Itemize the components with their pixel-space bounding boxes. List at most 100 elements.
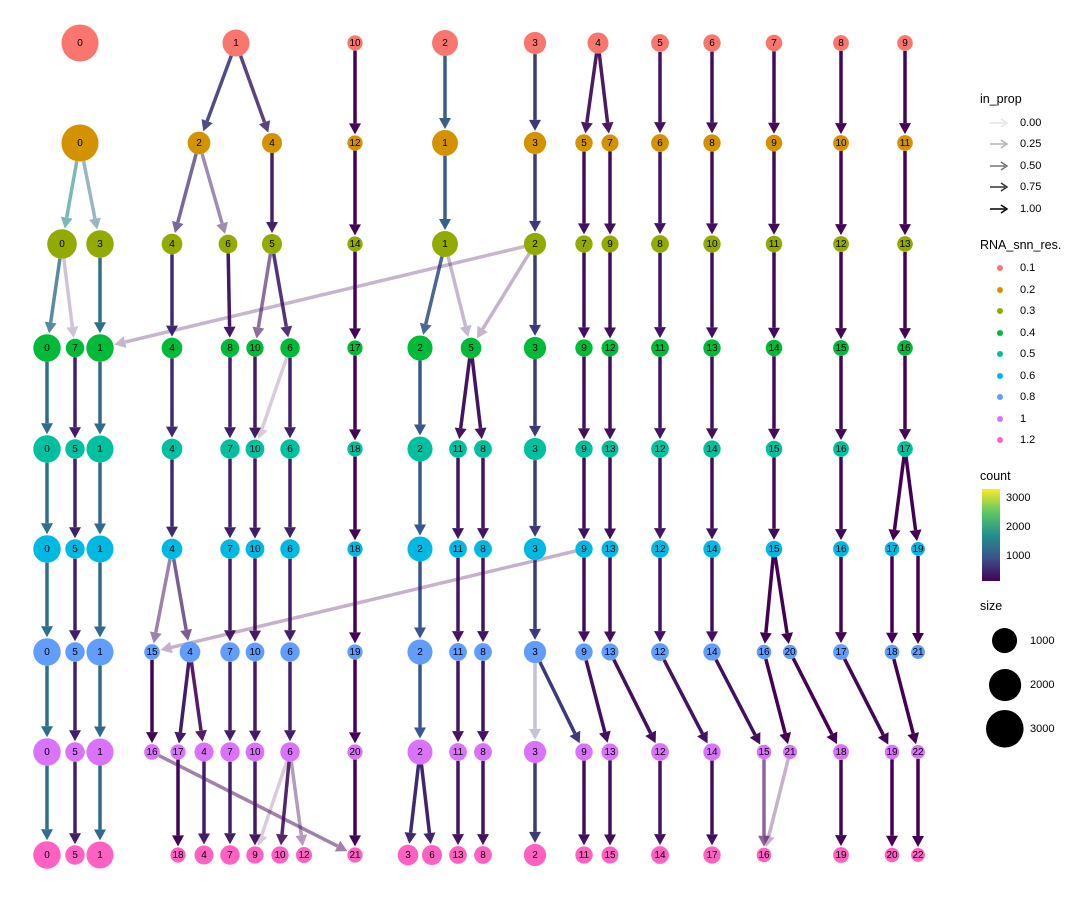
- arrow-icon: [990, 161, 1009, 171]
- edge: [768, 457, 780, 540]
- cluster-node: 8: [474, 743, 492, 761]
- cluster-label: 6: [287, 343, 293, 354]
- cluster-node: 7: [601, 134, 619, 152]
- edge: [404, 764, 421, 844]
- cluster-label: 3: [532, 747, 538, 758]
- cluster-node: 1: [86, 334, 114, 362]
- count-tick-label: 3000: [1006, 491, 1031, 504]
- cluster-node: 5: [575, 134, 593, 152]
- edge: [529, 154, 541, 232]
- cluster-node: 22: [911, 848, 925, 862]
- edge: [172, 759, 184, 847]
- cluster-label: 12: [835, 239, 847, 250]
- edge: [41, 361, 53, 435]
- cluster-node: 8: [833, 35, 849, 51]
- edge: [538, 661, 581, 744]
- cluster-label: 11: [655, 343, 666, 354]
- cluster-node: 8: [474, 440, 492, 458]
- cluster-node: 7: [65, 338, 85, 358]
- cluster-node: 3: [523, 740, 547, 764]
- cluster-label: 11: [453, 747, 464, 758]
- cluster-label: 7: [72, 343, 78, 354]
- edge: [477, 557, 489, 643]
- cluster-label: 15: [835, 343, 847, 354]
- cluster-node: 1: [86, 435, 114, 463]
- cluster-label: 14: [654, 850, 666, 861]
- cluster-label: 5: [269, 239, 275, 250]
- edge: [349, 456, 361, 541]
- legend-in-prop-item: 0.50: [980, 155, 1080, 177]
- cluster-label: 20: [886, 850, 898, 861]
- cluster-node: 1: [86, 738, 114, 766]
- cluster-label: 2: [196, 138, 202, 149]
- cluster-node: 2: [187, 131, 211, 155]
- legend-in-prop-item: 0.25: [980, 134, 1080, 156]
- cluster-node: 7: [220, 742, 240, 762]
- cluster-label: 2: [532, 239, 538, 250]
- cluster-node: 10: [271, 846, 289, 864]
- cluster-node: 3: [523, 537, 547, 561]
- cluster-node: 16: [144, 744, 160, 760]
- cluster-node: 15: [765, 540, 783, 558]
- edge: [578, 356, 590, 440]
- cluster-node: 10: [245, 439, 265, 459]
- cluster-label: 15: [768, 544, 780, 555]
- edge: [69, 558, 81, 642]
- edge: [224, 357, 236, 439]
- cluster-label: 8: [227, 343, 233, 354]
- edge: [439, 155, 451, 231]
- legend-resolution-item: 1.2: [980, 430, 1080, 452]
- cluster-label: 22: [912, 850, 924, 861]
- cluster-node: 3: [523, 336, 547, 360]
- edge: [160, 549, 576, 654]
- dot-icon: [997, 308, 1003, 315]
- edge: [255, 760, 289, 846]
- legend-size-item: 1000: [980, 619, 1080, 663]
- cluster-label: 20: [784, 647, 796, 658]
- cluster-label: 8: [480, 747, 486, 758]
- cluster-label: 3: [532, 343, 538, 354]
- arrow-icon: [990, 118, 1009, 128]
- edge: [654, 557, 666, 643]
- cluster-node: 1: [432, 130, 458, 156]
- cluster-label: 12: [654, 544, 666, 555]
- cluster-node: 3: [523, 31, 547, 55]
- edge: [477, 457, 489, 540]
- cluster-label: 8: [480, 444, 486, 455]
- cluster-label: 19: [886, 747, 898, 758]
- cluster-label: 9: [581, 544, 587, 555]
- cluster-node: 17: [703, 846, 721, 864]
- cluster-label: 10: [706, 239, 718, 250]
- cluster-node: 4: [261, 132, 283, 154]
- cluster-node: 17: [170, 744, 186, 760]
- edge: [94, 257, 106, 334]
- legend-resolution-item: 0.4: [980, 322, 1080, 344]
- cluster-label: 16: [899, 343, 911, 354]
- cluster-node: 0: [33, 841, 61, 869]
- edge: [223, 253, 236, 338]
- cluster-label: 15: [768, 444, 780, 455]
- arrow-icon: [990, 139, 1009, 149]
- cluster-node: 21: [347, 847, 363, 863]
- dot-icon: [997, 372, 1003, 379]
- cluster-label: 6: [225, 239, 231, 250]
- edge: [289, 761, 308, 847]
- edge: [758, 759, 770, 847]
- legend-resolution-item: 0.1: [980, 258, 1080, 280]
- cluster-label: 1: [97, 343, 103, 354]
- cluster-label: 20: [349, 747, 361, 758]
- cluster-node: 10: [245, 539, 265, 559]
- edge: [201, 55, 233, 132]
- arrow-icon: [990, 204, 1009, 214]
- cluster-label: 13: [706, 343, 718, 354]
- edge: [899, 251, 911, 340]
- cluster-label: 4: [169, 444, 175, 455]
- cluster-node: 8: [474, 540, 492, 558]
- cluster-label: 4: [169, 239, 175, 250]
- cluster-label: 0: [77, 38, 83, 49]
- cluster-label: 17: [172, 747, 184, 758]
- edge: [171, 153, 198, 234]
- cluster-label: 6: [709, 38, 715, 49]
- legend-resolution-item: 0.8: [980, 387, 1080, 409]
- cluster-node: 5: [651, 34, 669, 52]
